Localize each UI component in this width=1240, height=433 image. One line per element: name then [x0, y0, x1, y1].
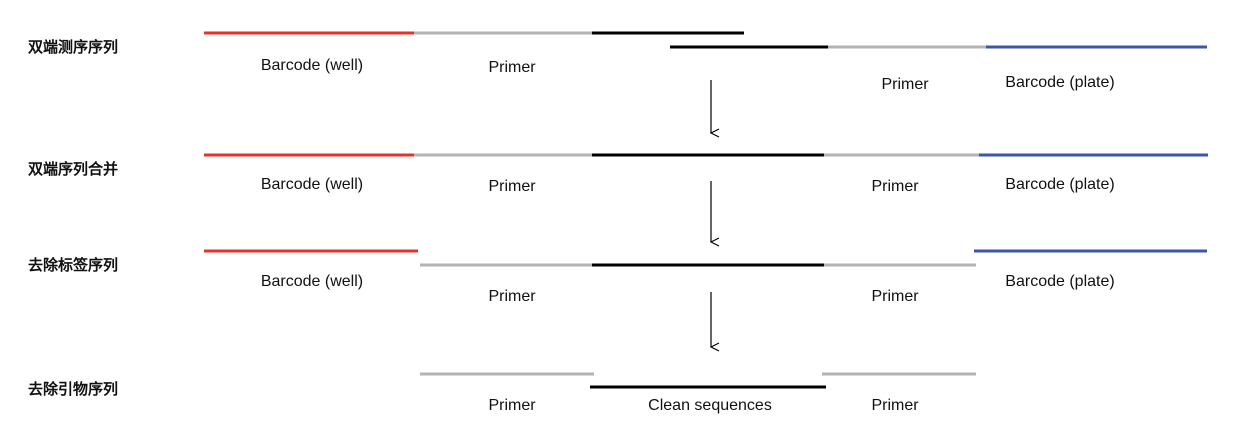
barcode-plate-label: Barcode (plate)	[1005, 176, 1114, 193]
primer-right-label: Primer	[871, 178, 919, 195]
step-paired-end-reads: 双端测序序列 Barcode (well) Primer Primer Barc…	[28, 31, 1207, 93]
barcode-plate-label: Barcode (plate)	[1005, 273, 1114, 290]
barcode-plate-label: Barcode (plate)	[1005, 74, 1114, 91]
step-label-remove-primer: 去除引物序列	[28, 380, 118, 398]
primer-left-label: Primer	[488, 178, 536, 195]
primer-left-label: Primer	[488, 397, 536, 414]
step-barcode-removed: 去除标签序列 Barcode (well) Primer Primer Barc…	[28, 249, 1207, 305]
step-merged-reads: 双端序列合并 Barcode (well) Primer Primer Barc…	[28, 153, 1208, 195]
barcode-well-label: Barcode (well)	[261, 57, 363, 74]
primer-right-label: Primer	[871, 397, 919, 414]
primer-left-label: Primer	[488, 59, 536, 76]
clean-sequences-label: Clean sequences	[648, 397, 772, 414]
step-label-remove-barcode: 去除标签序列	[28, 256, 118, 274]
step-label-merged: 双端序列合并	[28, 160, 118, 178]
barcode-well-label: Barcode (well)	[261, 176, 363, 193]
step-label-paired-end: 双端测序序列	[28, 38, 118, 56]
primer-right-label: Primer	[881, 76, 929, 93]
primer-left-label: Primer	[488, 288, 536, 305]
primer-right-label: Primer	[871, 288, 919, 305]
barcode-well-label: Barcode (well)	[261, 273, 363, 290]
step-primer-removed: 去除引物序列 Primer Clean sequences Primer	[28, 372, 976, 414]
